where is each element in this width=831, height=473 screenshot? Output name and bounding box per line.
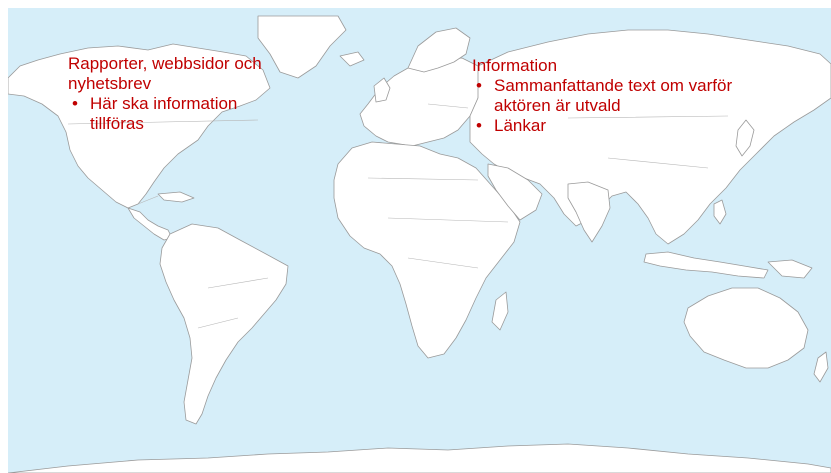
information-list-item: • Sammanfattande text om varför aktören … bbox=[472, 76, 812, 116]
bullet-glyph: • bbox=[476, 116, 482, 135]
information-item-line-1: Sammanfattande text om varför bbox=[494, 76, 733, 95]
information-list-item: • Länkar bbox=[472, 116, 812, 136]
antarctica bbox=[8, 443, 831, 473]
north-america bbox=[8, 43, 271, 209]
indonesia bbox=[643, 251, 769, 279]
new-guinea bbox=[767, 259, 813, 279]
information-item-line-1: Länkar bbox=[494, 116, 546, 135]
bullet-glyph: • bbox=[476, 76, 482, 95]
africa bbox=[333, 141, 521, 359]
australia bbox=[683, 287, 809, 369]
iceland bbox=[339, 51, 365, 67]
india bbox=[567, 181, 611, 243]
arabian-peninsula bbox=[487, 163, 543, 221]
reports-item-line-2: tillföras bbox=[90, 114, 144, 133]
information-panel: Information • Sammanfattande text om var… bbox=[472, 56, 812, 136]
reports-heading-line-1: Rapporter, webbsidor och bbox=[68, 54, 262, 73]
reports-heading-line-2: nyhetsbrev bbox=[68, 74, 152, 93]
world-map bbox=[8, 8, 831, 473]
reports-item-line-1: Här ska information bbox=[90, 94, 238, 113]
philippines bbox=[713, 199, 727, 225]
country-borders bbox=[67, 103, 729, 329]
scandinavia bbox=[407, 27, 471, 73]
reports-heading: Rapporter, webbsidor och nyhetsbrev bbox=[68, 54, 308, 94]
british-isles bbox=[373, 77, 391, 103]
reports-list: • Här ska information tillföras bbox=[68, 94, 308, 134]
greenland bbox=[257, 15, 347, 79]
information-heading: Information bbox=[472, 56, 558, 75]
south-america bbox=[159, 223, 289, 425]
new-zealand bbox=[813, 351, 829, 383]
madagascar bbox=[491, 291, 509, 331]
reports-panel: Rapporter, webbsidor och nyhetsbrev • Hä… bbox=[68, 54, 308, 134]
caribbean bbox=[157, 191, 195, 203]
information-list: • Sammanfattande text om varför aktören … bbox=[472, 76, 812, 136]
japan bbox=[735, 119, 755, 157]
bullet-glyph: • bbox=[72, 94, 78, 113]
world-map-graphic bbox=[8, 8, 831, 473]
information-item-line-2: aktören är utvald bbox=[494, 96, 621, 115]
reports-list-item: • Här ska information tillföras bbox=[68, 94, 308, 134]
